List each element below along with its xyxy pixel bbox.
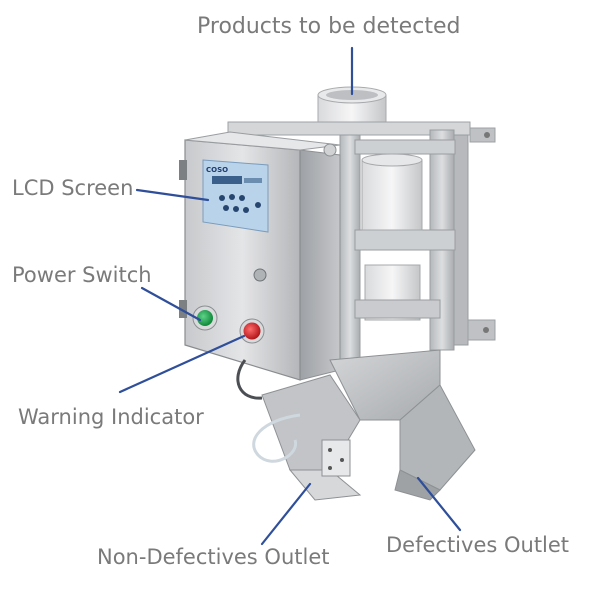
label-non-defectives-outlet: Non-Defectives Outlet bbox=[97, 545, 330, 569]
leader-nondef bbox=[260, 482, 312, 546]
warning-indicator-lamp bbox=[239, 318, 265, 344]
air-hose bbox=[252, 413, 301, 463]
leader-power bbox=[140, 286, 202, 322]
leader-warning bbox=[118, 334, 246, 394]
label-warning-indicator: Warning Indicator bbox=[18, 405, 204, 429]
label-power-switch: Power Switch bbox=[12, 263, 152, 287]
leader-def bbox=[416, 476, 462, 532]
control-box-side bbox=[299, 149, 341, 381]
label-lcd-screen: LCD Screen bbox=[12, 176, 134, 200]
brand-logo: COSO bbox=[206, 166, 228, 174]
top-plate bbox=[227, 121, 496, 143]
power-cable bbox=[236, 359, 263, 400]
leader-lines bbox=[118, 46, 462, 546]
label-products-to-be-detected: Products to be detected bbox=[197, 14, 461, 39]
outlet-chute bbox=[261, 349, 476, 501]
lcd-panel: COSO bbox=[202, 159, 269, 233]
detector-coil bbox=[354, 153, 441, 321]
label-defectives-outlet: Defectives Outlet bbox=[386, 533, 570, 557]
leader-lcd bbox=[135, 188, 210, 202]
power-switch-button bbox=[192, 305, 218, 331]
key-lock bbox=[253, 268, 267, 282]
